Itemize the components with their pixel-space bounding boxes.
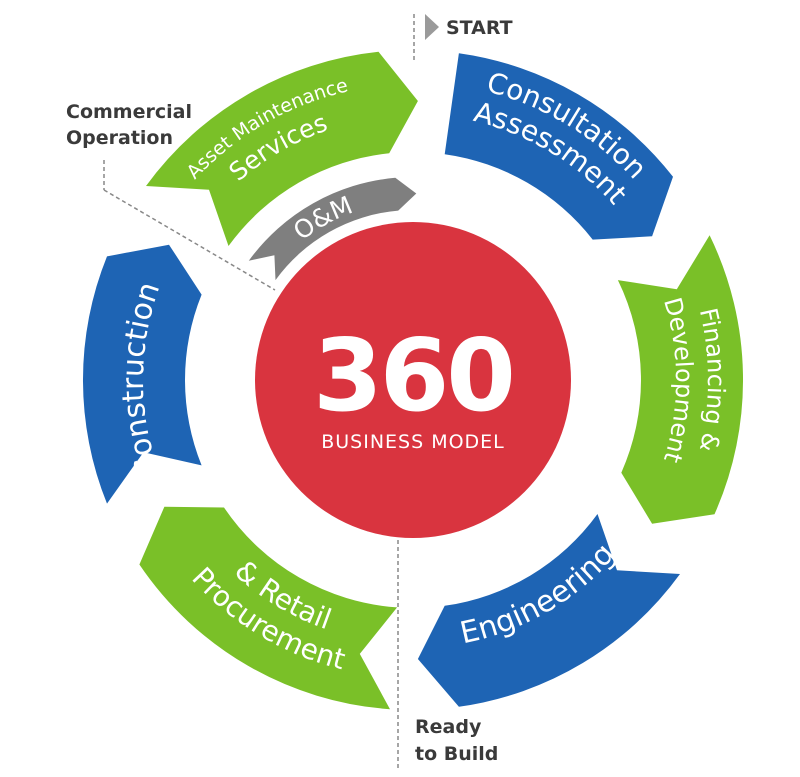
segment-construction <box>82 244 202 504</box>
commercial-operation-line1: Commercial <box>66 101 192 123</box>
annotations: START Commercial Operation Ready to Buil… <box>66 14 513 770</box>
segment-consultation-assessment <box>444 53 673 240</box>
start-arrow-icon <box>425 14 439 40</box>
ready-to-build-line2: to Build <box>415 743 498 765</box>
center-subtitle: BUSINESS MODEL <box>321 431 505 453</box>
ready-to-build-line1: Ready <box>415 716 482 738</box>
segment-asset-maintenance-services <box>146 51 418 246</box>
commercial-operation-divider <box>103 189 276 291</box>
om-arc <box>248 177 417 281</box>
center-number: 360 <box>313 317 513 434</box>
segment-engineering <box>417 514 680 707</box>
segment-procurement-retail <box>139 506 398 710</box>
segment-financing-development <box>617 235 744 524</box>
ring-segments <box>82 51 744 710</box>
center-circle <box>255 222 571 538</box>
start-label: START <box>446 17 513 39</box>
commercial-operation-line2: Operation <box>66 127 173 149</box>
